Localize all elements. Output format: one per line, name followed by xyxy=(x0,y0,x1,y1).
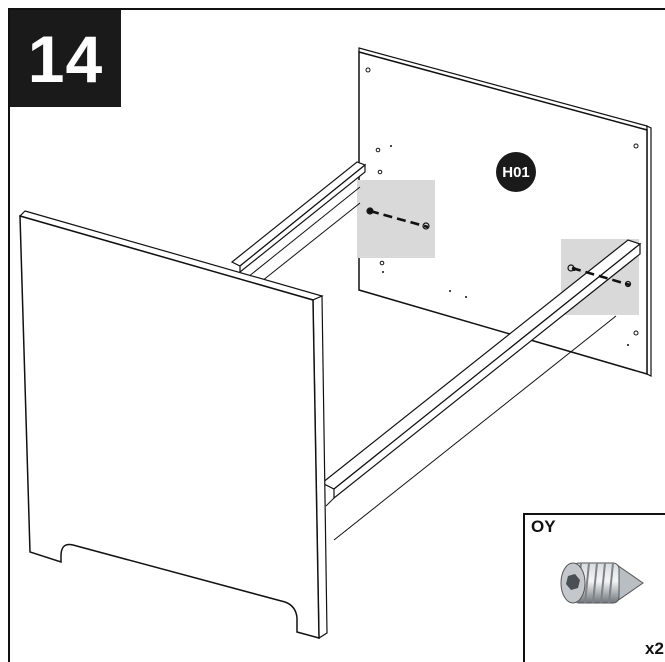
hardware-quantity: x2 xyxy=(645,639,664,658)
page-frame xyxy=(8,8,665,662)
back-rail xyxy=(230,161,367,282)
front-rail xyxy=(320,239,642,541)
front-panel xyxy=(18,210,328,640)
step-number: 14 xyxy=(27,21,104,96)
assembly-line-right xyxy=(571,266,631,287)
assembly-line-left xyxy=(369,209,429,229)
part-label: H01 xyxy=(502,163,530,181)
part-label-badge: H01 xyxy=(496,152,536,192)
hardware-code: OY xyxy=(531,517,556,536)
insert-nut-icon xyxy=(560,562,644,604)
hardware-inset: OY x2 xyxy=(523,513,665,662)
step-number-badge: 14 xyxy=(10,10,121,107)
joint-highlight-left xyxy=(357,180,435,258)
